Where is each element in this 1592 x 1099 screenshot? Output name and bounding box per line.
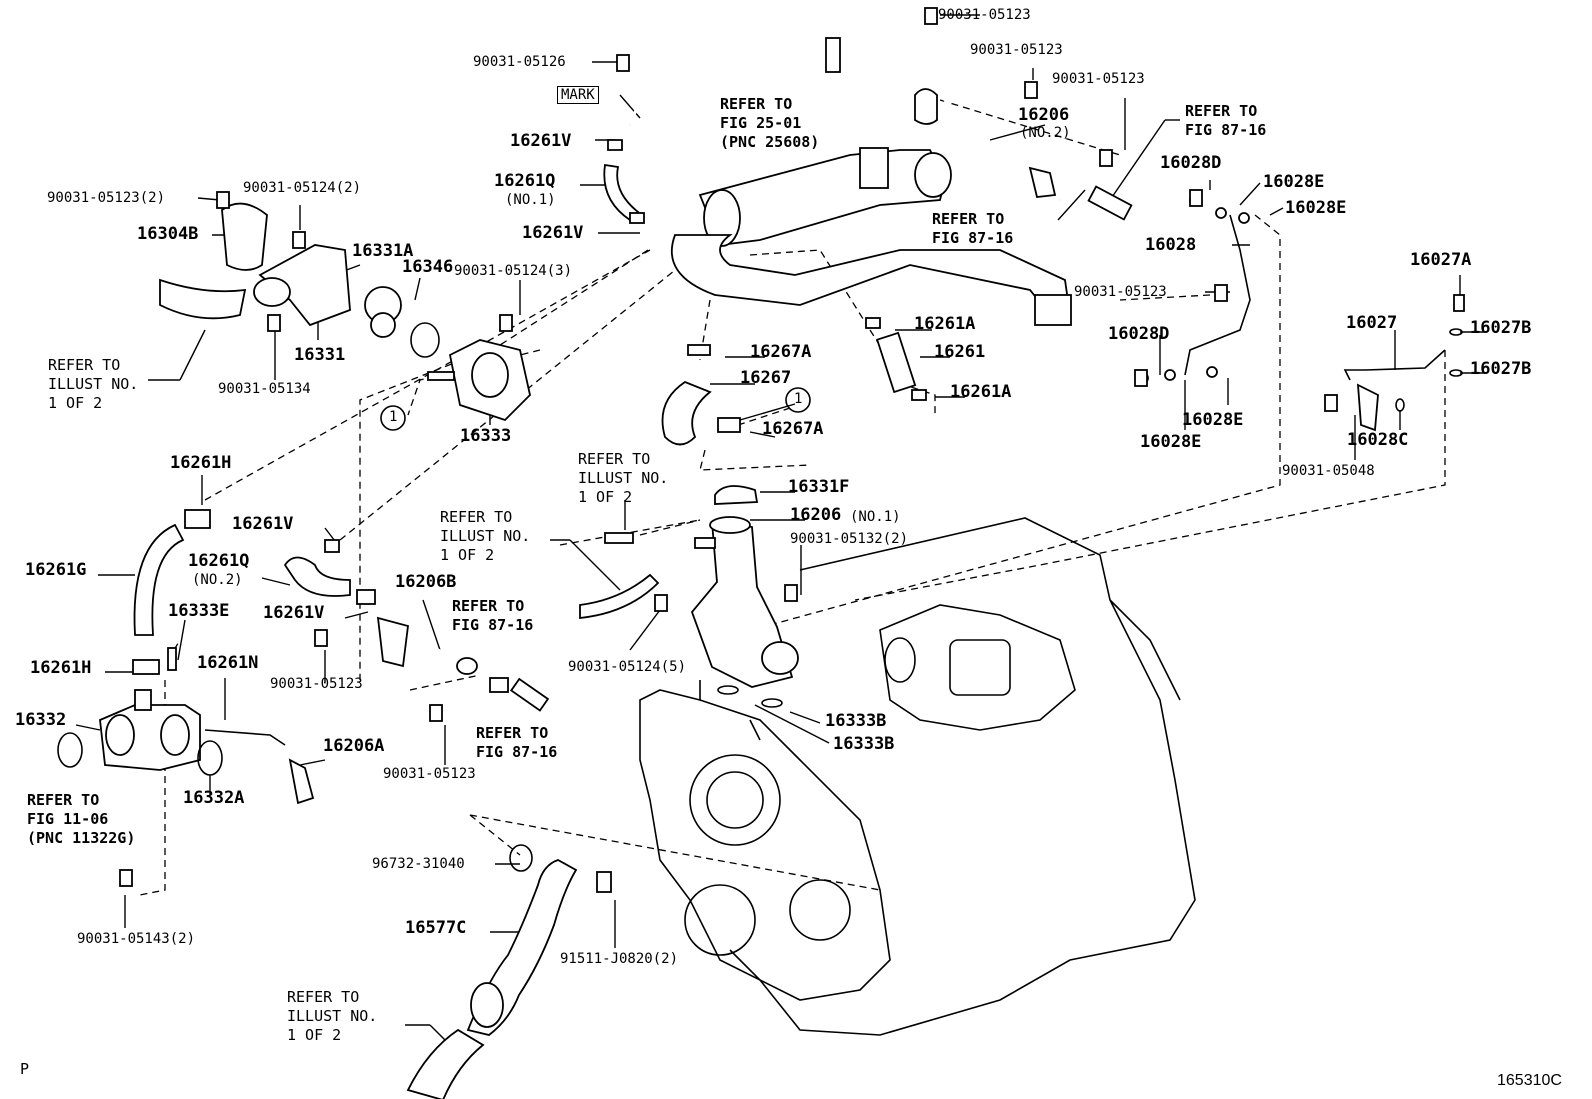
part-label-16206-no1: 16206	[790, 505, 842, 525]
part-label-16333B-a: 16333B	[825, 711, 887, 731]
part-label-90031-05132-2: 90031-05132(2)	[790, 531, 909, 547]
part-label-16333E: 16333E	[168, 601, 230, 621]
refer-fig-11-06: REFER TO FIG 11-06 (PNC 11322G)	[27, 791, 136, 847]
part-label-16028E-a: 16028E	[1263, 172, 1325, 192]
part-label-90031-05123-c: 90031-05123	[1052, 71, 1145, 87]
part-label-90031-05134: 90031-05134	[218, 381, 311, 397]
part-label-16261A-b: 16261A	[950, 382, 1012, 402]
part-label-16304B: 16304B	[137, 224, 199, 244]
refer-illust-d: REFER TO ILLUST NO. 1 OF 2	[287, 988, 378, 1044]
part-label-90031-05124-2: 90031-05124(2)	[243, 180, 362, 196]
part-label-16333: 16333	[460, 426, 512, 446]
engine-block-outline	[639, 517, 1196, 1036]
part-label-90031-05143-2: 90031-05143(2)	[77, 931, 196, 947]
callout-circle-1b	[785, 387, 811, 413]
part-label-16027A: 16027A	[1410, 250, 1472, 270]
part-label-16027B-b: 16027B	[1470, 359, 1532, 379]
part-label-16577C: 16577C	[405, 918, 467, 938]
part-label-16267A-b: 16267A	[762, 419, 824, 439]
part-label-16028E-c: 16028E	[1182, 410, 1244, 430]
part-label-91511-J0820-2: 91511-J0820(2)	[560, 951, 679, 967]
part-label-16332: 16332	[15, 710, 67, 730]
part-label-90031-05123-f: 90031-05123	[383, 766, 476, 782]
part-label-16332A: 16332A	[183, 788, 245, 808]
part-label-16027: 16027	[1346, 313, 1398, 333]
part-label-16261V-b: 16261V	[522, 223, 584, 243]
refer-fig-87-16-c: REFER TO FIG 87-16	[452, 597, 534, 634]
part-label-90031-05124-5: 90031-05124(5)	[568, 659, 687, 675]
refer-illust-b: REFER TO ILLUST NO. 1 OF 2	[578, 450, 669, 506]
part-label-16028D-a: 16028D	[1160, 153, 1222, 173]
refer-illust-a: REFER TO ILLUST NO. 1 OF 2	[48, 356, 139, 412]
part-label-16261V-d: 16261V	[263, 603, 325, 623]
part-label-16206A: 16206A	[323, 736, 385, 756]
part-label-16028C: 16028C	[1347, 430, 1409, 450]
part-label-16028E-d: 16028E	[1140, 432, 1202, 452]
part-label-16028D-b: 16028D	[1108, 324, 1170, 344]
part-label-16206: 16206	[1018, 105, 1070, 125]
part-shapes	[57, 7, 1465, 1099]
part-label-16331: 16331	[294, 345, 346, 365]
callout-label-1a: 1	[389, 409, 398, 425]
part-label-16027B-a: 16027B	[1470, 318, 1532, 338]
part-label-16331F: 16331F	[788, 477, 850, 497]
part-label-16261N: 16261N	[197, 653, 259, 673]
part-label-90031-05123-d: 90031-05123	[1074, 284, 1167, 300]
refer-fig-87-16-b: REFER TO FIG 87-16	[932, 210, 1014, 247]
part-label-16206-no1-suffix: (NO.1)	[850, 509, 901, 525]
refer-fig-87-16-a: REFER TO FIG 87-16	[1185, 102, 1267, 139]
part-label-90031-05126: 90031-05126	[473, 54, 566, 70]
mark-label: MARK	[557, 86, 599, 104]
part-label-16267: 16267	[740, 368, 792, 388]
part-label-16261Q-b: 16261Q	[188, 551, 250, 571]
part-label-16261V-a: 16261V	[510, 131, 572, 151]
callout-label-1b: 1	[794, 391, 803, 407]
part-label-16333B-b: 16333B	[833, 734, 895, 754]
part-label-16261V-c: 16261V	[232, 514, 294, 534]
refer-illust-c: REFER TO ILLUST NO. 1 OF 2	[440, 508, 531, 564]
part-label-16346: 16346	[402, 257, 454, 277]
part-label-90031-05123-e: 90031-05123	[270, 676, 363, 692]
page-code: P	[20, 1060, 30, 1078]
part-label-16206-no2: (NO.2)	[1020, 125, 1071, 141]
part-label-16267A-a: 16267A	[750, 342, 812, 362]
part-label-16261Q-a: 16261Q	[494, 171, 556, 191]
figure-code: 165310C	[1497, 1072, 1562, 1089]
refer-fig-87-16-d: REFER TO FIG 87-16	[476, 724, 558, 761]
part-label-16028E-b: 16028E	[1285, 198, 1347, 218]
refer-fig-25-01: REFER TO FIG 25-01 (PNC 25608)	[720, 95, 820, 151]
part-label-16261H-a: 16261H	[170, 453, 232, 473]
part-label-90031-05123: 90031-05123	[938, 7, 1031, 23]
part-label-16206B: 16206B	[395, 572, 457, 592]
part-label-90031-05123-b: 90031-05123	[970, 42, 1063, 58]
part-label-90031-05048: 90031-05048	[1282, 463, 1375, 479]
part-label-16261Q-b-no2: (NO.2)	[192, 572, 243, 588]
part-label-16261Q-a-no1: (NO.1)	[505, 192, 556, 208]
part-label-16261A-a: 16261A	[914, 314, 976, 334]
dashed-reference-lines	[139, 99, 1446, 896]
part-label-96732-31040: 96732-31040	[372, 856, 465, 872]
part-label-90031-05124-3: 90031-05124(3)	[454, 263, 573, 279]
part-label-16028: 16028	[1145, 235, 1197, 255]
callout-circle-1a	[380, 405, 406, 431]
part-label-16261H-b: 16261H	[30, 658, 92, 678]
part-label-16261G: 16261G	[25, 560, 87, 580]
part-label-16331A: 16331A	[352, 241, 414, 261]
bolts	[119, 7, 1338, 887]
part-label-90031-05123-2: 90031-05123(2)	[47, 190, 166, 206]
part-label-16261: 16261	[934, 342, 986, 362]
